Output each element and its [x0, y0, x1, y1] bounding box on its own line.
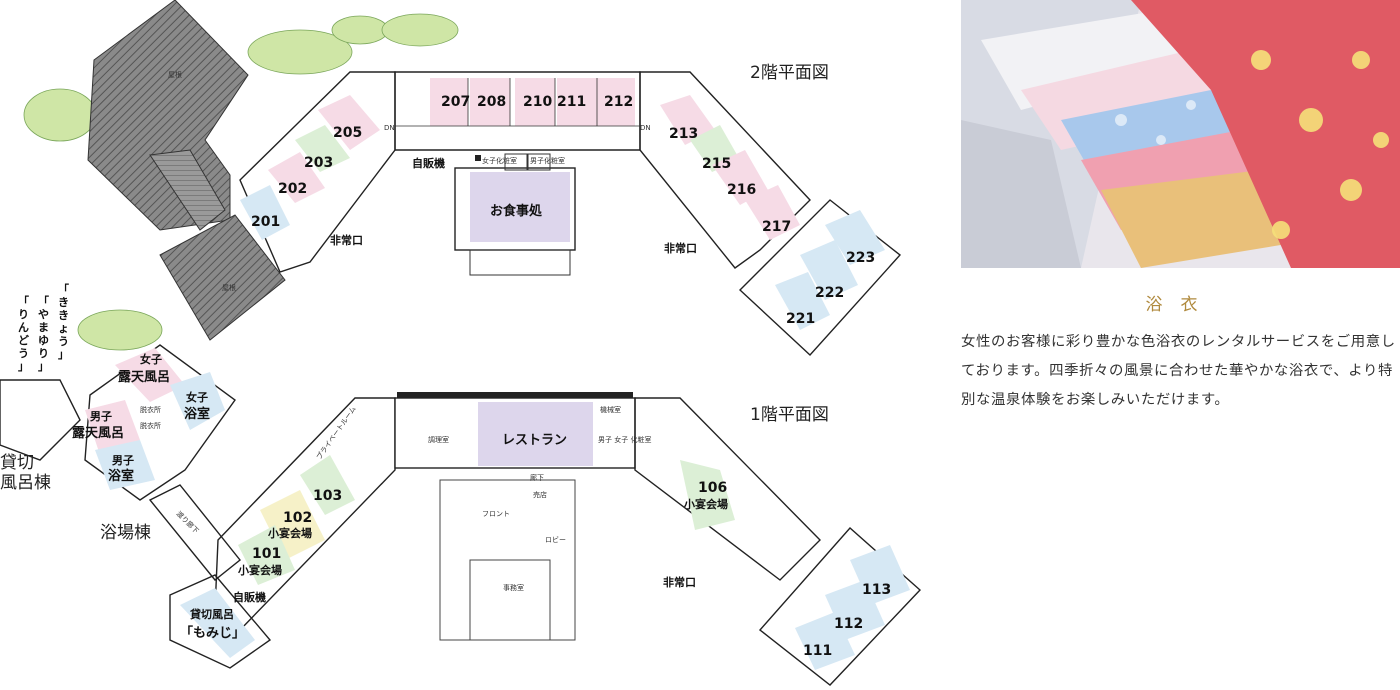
- bath-name-char: ど: [18, 334, 29, 347]
- womens-bath-1: 女子: [186, 390, 208, 404]
- yukata-title: 浴衣: [1145, 295, 1216, 315]
- room-111-label: 111: [803, 643, 832, 659]
- womens-outdoor-bath: 露天風呂: [118, 370, 170, 385]
- room-106-sub: 小宴会場: [683, 497, 728, 511]
- room-213-label: 213: [669, 126, 698, 142]
- room-207-label: 207: [441, 94, 470, 110]
- bath-name-char: 」: [18, 360, 29, 373]
- floor2-title: 2階平面図: [750, 63, 829, 83]
- private-building-2: 風呂棟: [0, 473, 51, 493]
- room-102-sub: 小宴会場: [267, 526, 312, 540]
- mens-outdoor-bath: 露天風呂: [72, 426, 124, 441]
- yukata-photo: [961, 0, 1400, 268]
- office-label: 事務室: [503, 583, 524, 592]
- room-217-label: 217: [762, 219, 791, 235]
- room-101-label: 101: [252, 546, 281, 562]
- restroom-1f-label: 男子 女子 化粧室: [598, 435, 651, 444]
- emergency-exit-2f-right: 非常口: [664, 241, 697, 255]
- front-label: フロント: [482, 510, 510, 518]
- bath-name-char: ん: [18, 321, 29, 334]
- floor1-plan: 1階平面図 レストラン 調理室 機械室 男子 女子 化粧室 プライベートルーム …: [175, 392, 922, 686]
- roof-area-top: 屋根 屋根: [87, 0, 286, 341]
- room-203-label: 203: [304, 155, 333, 171]
- womens-outdoor-bath-1: 女子: [140, 352, 162, 366]
- room-211-label: 211: [557, 94, 586, 110]
- bath-name-char: ょ: [58, 322, 69, 335]
- bath-name-char: ゆ: [38, 334, 49, 347]
- room-103-label: 103: [313, 488, 342, 504]
- corridor-label-1f: 廊下: [530, 473, 544, 482]
- room-223-label: 223: [846, 250, 875, 266]
- roof-label-2: 屋根: [222, 283, 236, 292]
- bath-name-char: き: [58, 296, 69, 309]
- vending-label-1f: 自販機: [233, 590, 266, 604]
- bath-building: 女子 露天風呂 女子 浴室 男子 露天風呂 男子 浴室 脱衣所 脱衣所 自販機 …: [0, 282, 272, 669]
- room-215-label: 215: [702, 156, 731, 172]
- room-210-label: 210: [523, 94, 552, 110]
- yukata-description: 女性のお客様に彩り豊かな色浴衣のレンタルサービスをご用意しております。四季折々の…: [961, 334, 1396, 408]
- corridor-connect-label: 渡り廊下: [175, 509, 201, 535]
- down-label-left: DN: [384, 124, 395, 132]
- cooking-room-label: 調理室: [428, 435, 449, 444]
- mens-bath-1: 男子: [112, 454, 134, 467]
- room-102-label: 102: [283, 510, 312, 526]
- floor1-room-labels: 103 102 小宴会場 101 小宴会場 106 小宴会場 113 112 1…: [237, 480, 891, 659]
- room-202-label: 202: [278, 181, 307, 197]
- bath-name-char: 「: [58, 282, 69, 296]
- room-222-label: 222: [815, 285, 844, 301]
- room-112-label: 112: [834, 616, 863, 632]
- emergency-exit-2f-left: 非常口: [330, 233, 363, 247]
- bath-name-char: り: [38, 347, 49, 360]
- emergency-exit-1f: 非常口: [663, 575, 696, 589]
- bath-name-char: う: [58, 335, 69, 348]
- mens-bath: 浴室: [108, 468, 134, 484]
- bath-name-char: り: [18, 308, 29, 321]
- bath-name-char: 」: [38, 360, 49, 373]
- bath-building-label: 浴場棟: [100, 523, 151, 543]
- bath-name-char: ま: [38, 321, 49, 334]
- mens-outdoor-bath-1: 男子: [90, 410, 112, 423]
- floor1-title: 1階平面図: [750, 405, 829, 425]
- room-208-label: 208: [477, 94, 506, 110]
- dining-label: お食事処: [490, 203, 543, 219]
- yukata-illustration: [961, 0, 1400, 268]
- room-106-label: 106: [698, 480, 727, 496]
- bath-name-char: や: [38, 308, 49, 321]
- private-bath-name: 「もみじ」: [180, 625, 245, 641]
- room-205-label: 205: [333, 125, 362, 141]
- shop-label: 売店: [533, 490, 547, 499]
- vending-label-2f: 自販機: [412, 156, 445, 170]
- private-building-1: 貸切: [0, 453, 34, 473]
- room-201-label: 201: [251, 214, 280, 230]
- room-212-label: 212: [604, 94, 633, 110]
- bath-name-char: 」: [58, 348, 69, 361]
- bath-name-char: 「: [38, 294, 49, 308]
- floor-plan-diagram: 屋根 屋根: [0, 0, 922, 686]
- mens-restroom-2f: 男子化粧室: [530, 156, 565, 165]
- room-113-label: 113: [862, 582, 891, 598]
- bath-name-char: 「: [18, 294, 29, 308]
- down-label-right: DN: [640, 124, 651, 132]
- private-bath-label: 貸切風呂: [189, 607, 234, 621]
- machine-room-label: 機械室: [600, 405, 621, 414]
- dressing-room-2: 脱衣所: [140, 421, 161, 430]
- womens-restroom-2f: 女子化粧室: [482, 156, 517, 165]
- restaurant-label: レストラン: [502, 433, 567, 448]
- room-101-sub: 小宴会場: [237, 563, 282, 577]
- womens-bath: 浴室: [184, 406, 210, 422]
- bath-name-char: き: [58, 309, 69, 322]
- dressing-room-1: 脱衣所: [140, 405, 161, 414]
- lobby-label: ロビー: [545, 535, 566, 544]
- bath-name-char: う: [18, 347, 29, 360]
- room-216-label: 216: [727, 182, 756, 198]
- room-221-label: 221: [786, 311, 815, 327]
- roof-label-1: 屋根: [168, 70, 182, 79]
